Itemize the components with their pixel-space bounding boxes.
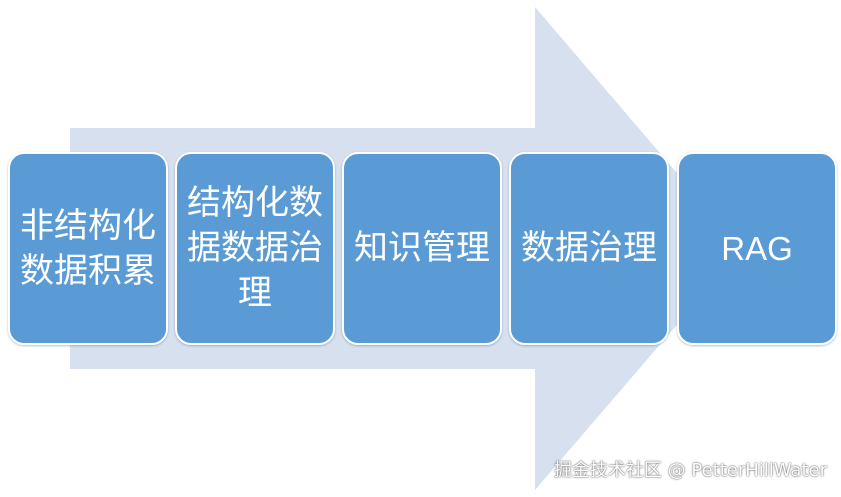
step-label: 数据治理 xyxy=(521,228,657,268)
step-label: 结构化数据数据治理 xyxy=(187,183,323,313)
step-label: 非结构化数据积累 xyxy=(20,205,156,291)
step-box-unstructured-data-accumulation: 非结构化数据积累 xyxy=(8,152,168,345)
watermark: 掘金技术社区 @ PetterHillWater xyxy=(553,460,827,481)
step-box-data-governance: 数据治理 xyxy=(509,152,669,345)
step-label: RAG xyxy=(721,230,793,267)
step-box-knowledge-management: 知识管理 xyxy=(342,152,502,345)
step-box-rag: RAG xyxy=(677,152,837,345)
step-box-structured-data-governance: 结构化数据数据治理 xyxy=(175,152,335,345)
step-label: 知识管理 xyxy=(354,228,490,268)
